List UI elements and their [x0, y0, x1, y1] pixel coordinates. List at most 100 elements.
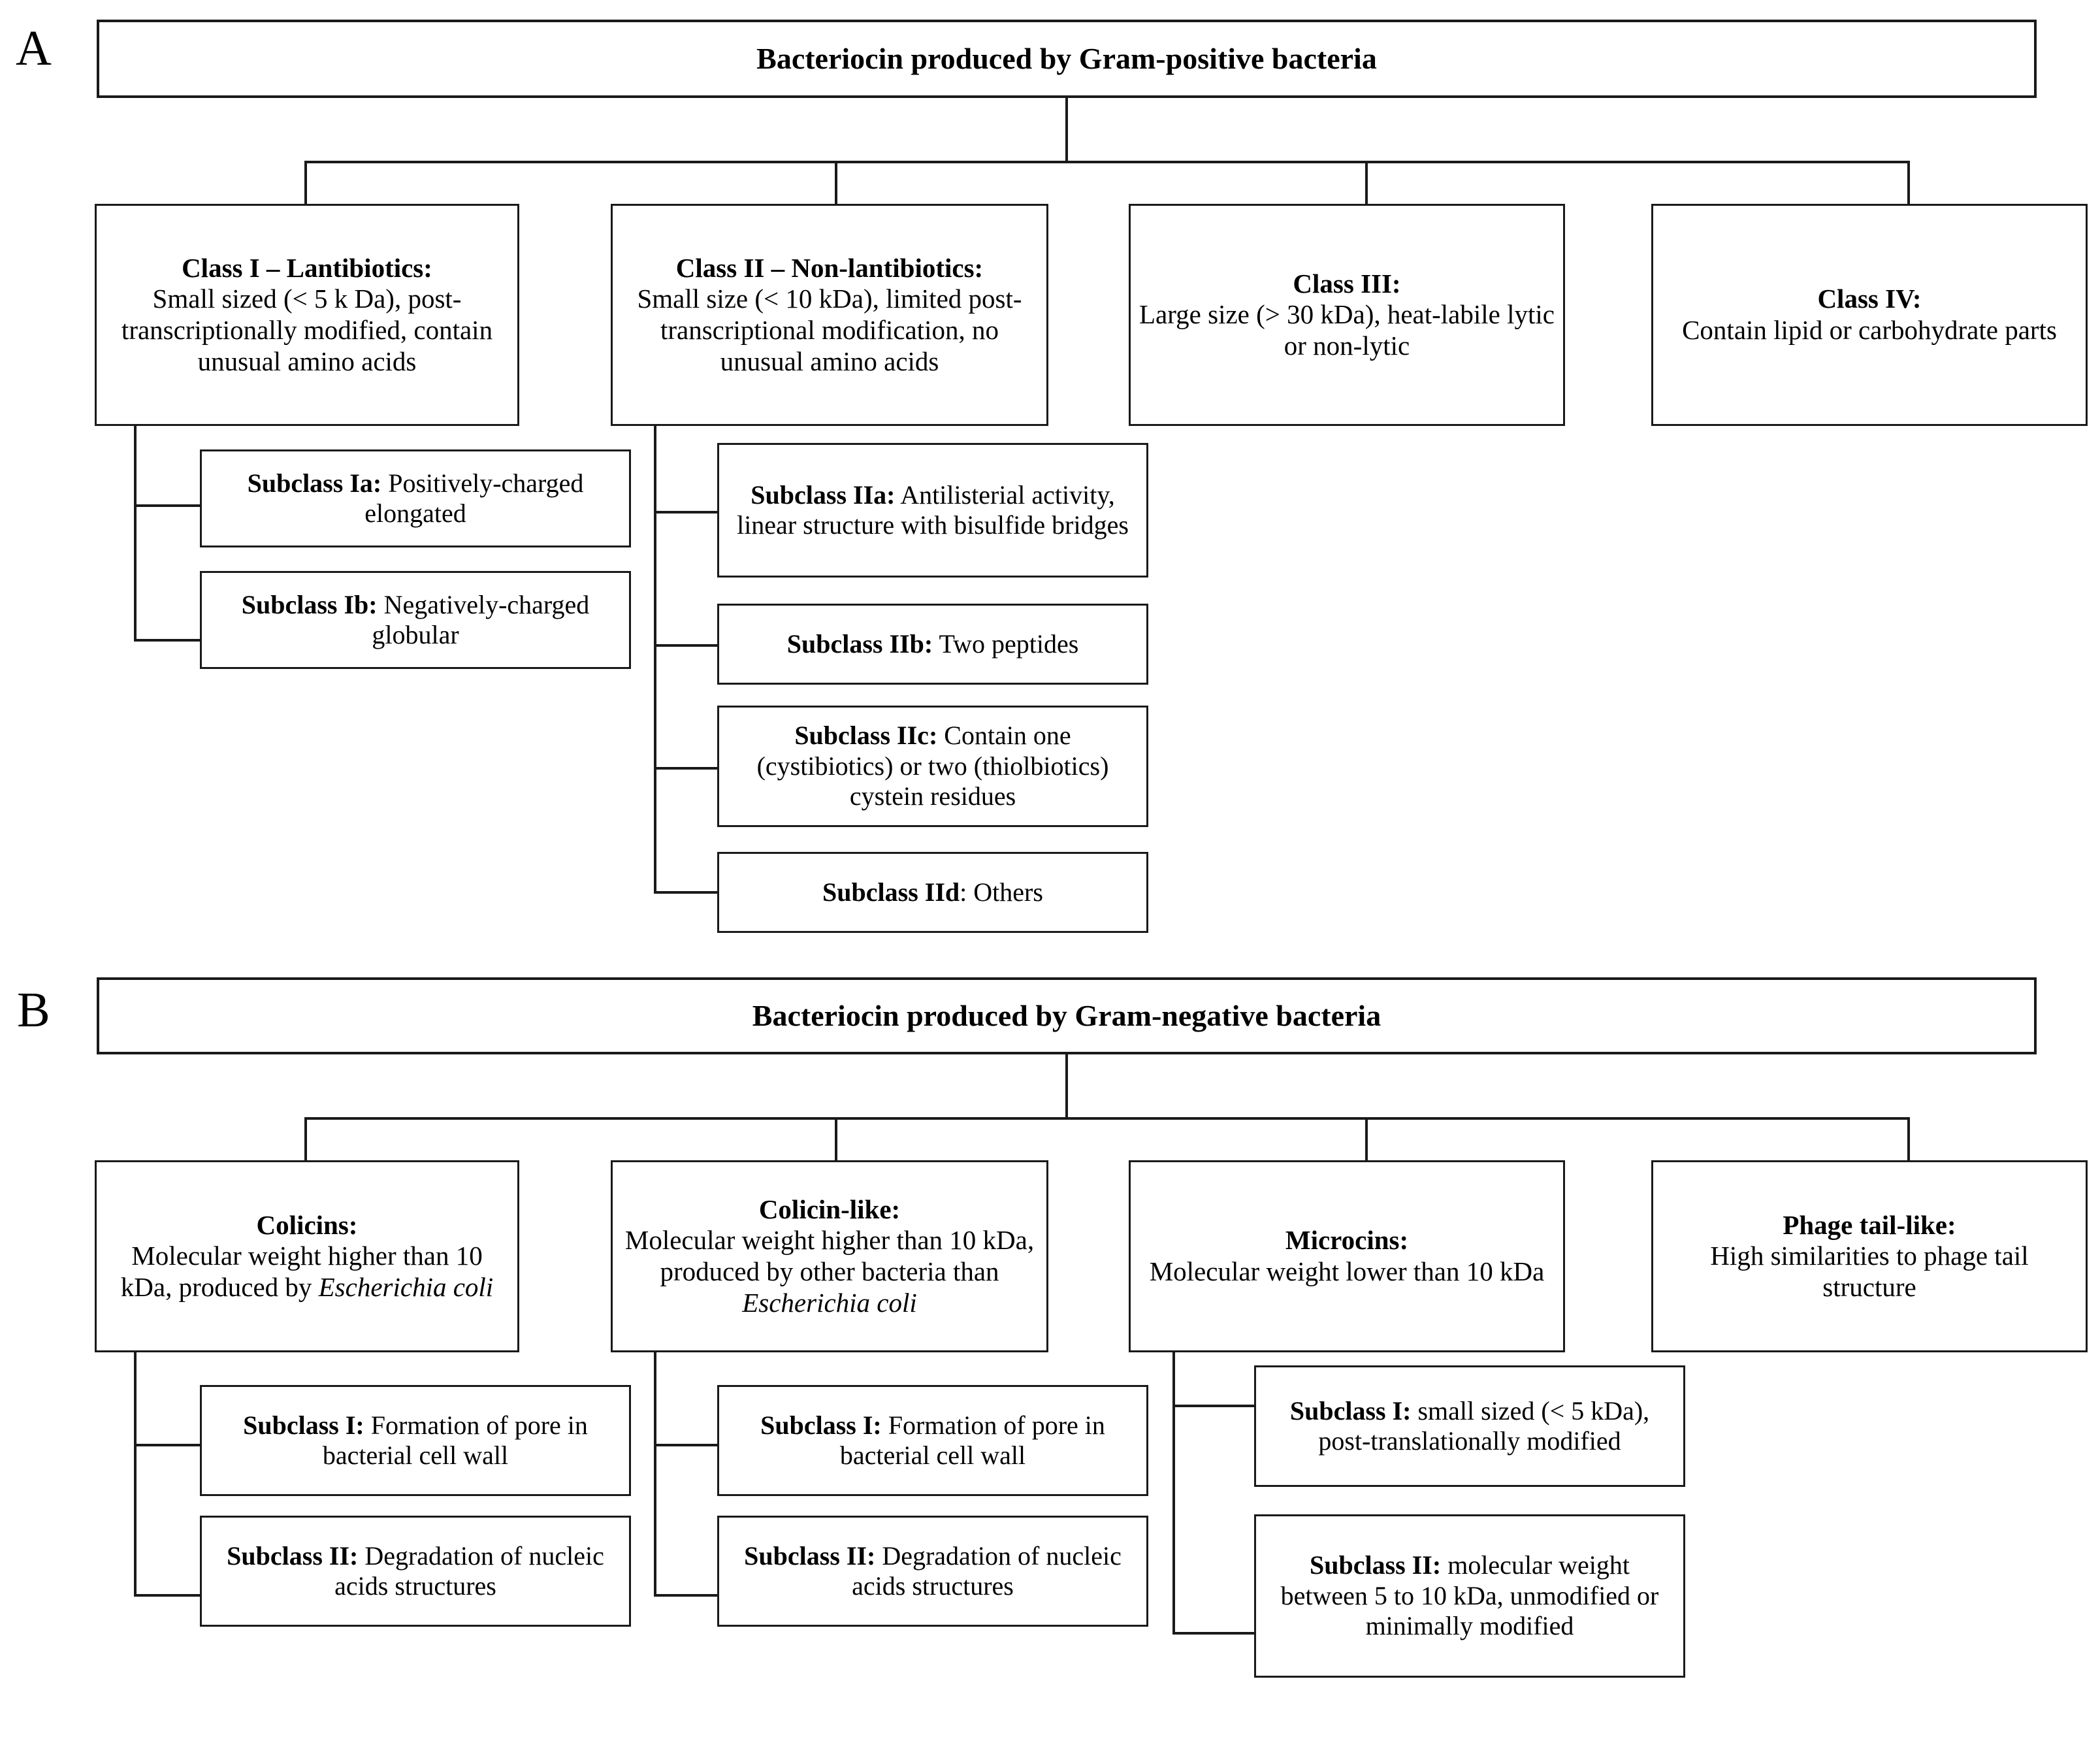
class-box-class-ii: Class II – Non-lantibiotics: Small size … [611, 204, 1048, 426]
colicins-sub-ii-title: Subclass II: [227, 1540, 359, 1571]
class-box-colicins: Colicins: Molecular weight higher than 1… [95, 1160, 519, 1352]
colicins-sub-branch-1 [134, 1444, 202, 1446]
subclass-iib-desc: Two peptides [939, 628, 1079, 659]
class-ii-title: Class II – Non-lantibiotics: [675, 252, 984, 283]
microcins-title: Microcins: [1285, 1225, 1409, 1256]
panel-letter-a: A [16, 21, 52, 76]
colicin-like-sub-ii-desc: Degradation of nucleic acids structures [852, 1540, 1122, 1601]
colicins-sub-i-title: Subclass I: [243, 1410, 364, 1440]
subclass-iic-desc: Contain one (cystibiotics) or two (thiol… [756, 721, 1109, 811]
panel-a-root-box: Bacteriocin produced by Gram-positive ba… [97, 20, 2037, 98]
colicin-like-text: Colicin-like: Molecular weight higher th… [621, 1194, 1039, 1318]
colicin-like-desc: Molecular weight higher than 10 kDa, pro… [624, 1225, 1035, 1286]
subclass-iic-text: Subclass IIc: Contain one (cystibiotics)… [727, 721, 1139, 811]
colicins-sub-spine [134, 1352, 137, 1597]
subclass-ib-desc: Negatively-charged globular [372, 589, 590, 649]
colicins-text: Colicins: Molecular weight higher than 1… [105, 1210, 509, 1303]
subclass-iic-title: Subclass IIc: [794, 721, 938, 751]
class-i-text: Class I – Lantibiotics: Small sized (< 5… [105, 253, 509, 377]
microcins-sub-i-title: Subclass I: [1289, 1395, 1412, 1425]
colicin-like-sub-spine [654, 1352, 656, 1597]
subclass-iib-text: Subclass IIb: Two peptides [727, 629, 1139, 659]
class-box-class-i: Class I – Lantibiotics: Small sized (< 5… [95, 204, 519, 426]
microcins-sub-ii-desc: molecular weight between 5 to 10 kDa, un… [1280, 1550, 1659, 1641]
phage-tail-title: Phage tail-like: [1783, 1209, 1956, 1240]
class-iv-desc: Contain lipid or carbohydrate parts [1682, 315, 2057, 345]
microcins-sub-i-desc: small sized (< 5 kDa), post-translationa… [1318, 1395, 1650, 1456]
subclass-iia-title: Subclass IIa: [751, 480, 896, 510]
subclass-box-iib: Subclass IIb: Two peptides [717, 604, 1148, 685]
class-box-class-iv: Class IV: Contain lipid or carbohydrate … [1651, 204, 2088, 426]
colicins-sub-ii-text: Subclass II: Degradation of nucleic acid… [210, 1541, 621, 1602]
class-ii-text: Class II – Non-lantibiotics: Small size … [621, 253, 1039, 377]
class-iii-desc: Large size (> 30 kDa), heat-labile lytic… [1139, 299, 1555, 361]
class-i-sub-branch-1 [134, 504, 202, 507]
panel-a-drop-4 [1907, 161, 1910, 204]
panel-a-bus [304, 161, 1910, 163]
colicins-sub-ii-desc: Degradation of nucleic acids structures [334, 1540, 604, 1601]
class-iv-text: Class IV: Contain lipid or carbohydrate … [1661, 284, 2078, 346]
subclass-ib-title: Subclass Ib: [241, 589, 378, 619]
subclass-ia-desc: Positively-charged elongated [364, 468, 584, 528]
class-i-title: Class I – Lantibiotics: [182, 252, 432, 283]
subclass-box-ia: Subclass Ia: Positively-charged elongate… [200, 449, 631, 547]
class-box-colicin-like: Colicin-like: Molecular weight higher th… [611, 1160, 1048, 1352]
subclass-box-colicins-ii: Subclass II: Degradation of nucleic acid… [200, 1516, 631, 1627]
colicins-desc-italic: Escherichia coli [318, 1271, 494, 1302]
class-iii-text: Class III: Large size (> 30 kDa), heat-l… [1139, 269, 1555, 362]
microcins-sub-branch-2 [1172, 1632, 1257, 1635]
subclass-iia-text: Subclass IIa: Antilisterial activity, li… [727, 480, 1139, 541]
subclass-ib-text: Subclass Ib: Negatively-charged globular [210, 590, 621, 651]
colicin-like-sub-ii-title: Subclass II: [744, 1540, 876, 1571]
panel-b-bus [304, 1117, 1910, 1120]
microcins-sub-ii-title: Subclass II: [1310, 1550, 1442, 1580]
class-i-sub-spine [134, 426, 137, 642]
colicins-title: Colicins: [256, 1209, 358, 1240]
microcins-desc: Molecular weight lower than 10 kDa [1149, 1256, 1545, 1286]
microcins-sub-branch-1 [1172, 1405, 1257, 1407]
colicin-like-title: Colicin-like: [758, 1194, 901, 1224]
panel-b-root-box: Bacteriocin produced by Gram-negative ba… [97, 977, 2037, 1054]
colicins-sub-i-text: Subclass I: Formation of pore in bacteri… [210, 1410, 621, 1471]
subclass-box-iid: Subclass IId: Others [717, 852, 1148, 933]
panel-b-drop-3 [1365, 1117, 1368, 1160]
class-ii-sub-branch-3 [654, 767, 719, 770]
class-ii-sub-spine [654, 426, 656, 894]
class-iii-title: Class III: [1293, 268, 1401, 299]
subclass-iia-desc: Antilisterial activity, linear structure… [737, 480, 1129, 540]
class-ii-sub-branch-1 [654, 511, 719, 513]
class-ii-sub-branch-2 [654, 644, 719, 647]
phage-tail-text: Phage tail-like: High similarities to ph… [1661, 1210, 2078, 1303]
subclass-box-microcins-ii: Subclass II: molecular weight between 5 … [1254, 1514, 1685, 1678]
panel-a-root-label: Bacteriocin produced by Gram-positive ba… [756, 42, 1377, 76]
subclass-iid-text: Subclass IId: Others [727, 877, 1139, 907]
panel-a-trunk [1065, 98, 1068, 162]
colicin-like-sub-ii-text: Subclass II: Degradation of nucleic acid… [727, 1541, 1139, 1602]
colicins-desc: Molecular weight higher than 10 kDa, pro… [120, 1241, 483, 1302]
microcins-sub-spine [1172, 1352, 1175, 1635]
class-i-desc: Small sized (< 5 k Da), post-transcripti… [121, 284, 493, 376]
panel-b-drop-1 [304, 1117, 307, 1160]
panel-a-drop-3 [1365, 161, 1368, 204]
microcins-sub-ii-text: Subclass II: molecular weight between 5 … [1264, 1550, 1675, 1641]
panel-b-trunk [1065, 1054, 1068, 1118]
colicin-like-sub-i-title: Subclass I: [760, 1410, 882, 1440]
class-ii-sub-branch-4 [654, 891, 719, 894]
panel-a-drop-2 [835, 161, 837, 204]
class-i-sub-branch-2 [134, 639, 202, 642]
subclass-box-colicins-i: Subclass I: Formation of pore in bacteri… [200, 1385, 631, 1496]
class-box-class-iii: Class III: Large size (> 30 kDa), heat-l… [1129, 204, 1565, 426]
colicin-like-sub-i-desc: Formation of pore in bacterial cell wall [839, 1410, 1105, 1470]
microcins-sub-i-text: Subclass I: small sized (< 5 kDa), post-… [1264, 1396, 1675, 1457]
colicins-sub-i-desc: Formation of pore in bacterial cell wall [322, 1410, 588, 1470]
microcins-text: Microcins: Molecular weight lower than 1… [1139, 1225, 1555, 1287]
colicins-sub-branch-2 [134, 1594, 202, 1597]
subclass-ia-title: Subclass Ia: [247, 468, 382, 498]
subclass-box-iia: Subclass IIa: Antilisterial activity, li… [717, 443, 1148, 578]
class-ii-desc: Small size (< 10 kDa), limited post-tran… [637, 284, 1022, 376]
colicin-like-sub-branch-2 [654, 1594, 719, 1597]
colicin-like-desc-italic: Escherichia coli [742, 1287, 917, 1318]
subclass-box-iic: Subclass IIc: Contain one (cystibiotics)… [717, 706, 1148, 827]
panel-b-root-label: Bacteriocin produced by Gram-negative ba… [752, 999, 1381, 1033]
